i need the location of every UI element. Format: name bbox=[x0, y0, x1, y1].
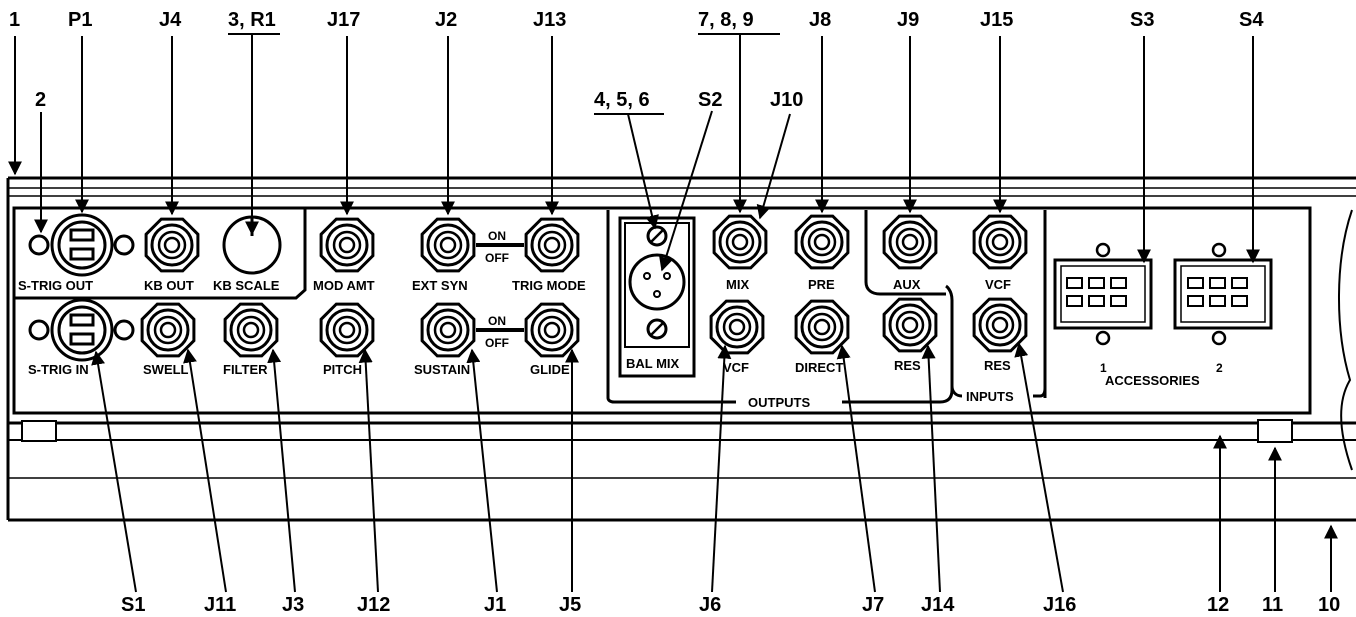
label-vcf-in: VCF bbox=[985, 277, 1011, 292]
label-mod-amt: MOD AMT bbox=[313, 278, 375, 293]
label-off-top: OFF bbox=[485, 251, 509, 265]
label-on-bottom: ON bbox=[488, 314, 506, 328]
aux-in-jack bbox=[882, 214, 938, 270]
label-inputs: INPUTS bbox=[966, 389, 1014, 404]
callout-j10: J10 bbox=[770, 89, 803, 111]
callout-s4: S4 bbox=[1239, 9, 1264, 31]
sustain-jack bbox=[420, 302, 476, 358]
label-direct: DIRECT bbox=[795, 360, 843, 375]
callout-2: 2 bbox=[35, 89, 46, 111]
label-accessory-1: 1 bbox=[1100, 361, 1107, 375]
callout-j2: J2 bbox=[435, 9, 457, 31]
label-swell: SWELL bbox=[143, 362, 189, 377]
callout-12: 12 bbox=[1207, 594, 1229, 616]
label-res-in: RES bbox=[984, 358, 1011, 373]
direct-out-jack bbox=[794, 299, 850, 355]
callout-1: 1 bbox=[9, 9, 20, 31]
callout-j6: J6 bbox=[699, 594, 721, 616]
label-pre: PRE bbox=[808, 277, 835, 292]
chassis bbox=[6, 176, 1356, 522]
label-mix: MIX bbox=[726, 277, 749, 292]
label-pitch: PITCH bbox=[323, 362, 362, 377]
vcf-in-jack bbox=[972, 214, 1028, 270]
panel-outline bbox=[12, 206, 1312, 415]
inputs-bracket bbox=[950, 385, 1047, 398]
label-aux: AUX bbox=[893, 277, 921, 292]
label-kb-out: KB OUT bbox=[144, 278, 194, 293]
label-accessories: ACCESSORIES bbox=[1105, 373, 1200, 388]
swell-jack bbox=[140, 302, 196, 358]
ext-syn-jack bbox=[420, 217, 476, 273]
callout-j4: J4 bbox=[159, 9, 182, 31]
callout-j16: J16 bbox=[1043, 594, 1076, 616]
filter-jack bbox=[223, 302, 279, 358]
callout-4-5-6: 4, 5, 6 bbox=[594, 89, 650, 111]
callout-10: 10 bbox=[1318, 594, 1340, 616]
callout-s3: S3 bbox=[1130, 9, 1154, 31]
rail-clip-right bbox=[1257, 419, 1293, 443]
label-strig-in: S-TRIG IN bbox=[28, 362, 89, 377]
callout-p1: P1 bbox=[68, 9, 92, 31]
strig-in-connector bbox=[28, 298, 135, 362]
label-bal-mix: BAL MIX bbox=[626, 356, 680, 371]
label-filter: FILTER bbox=[223, 362, 268, 377]
label-off-bottom: OFF bbox=[485, 336, 509, 350]
rail-clip-left bbox=[21, 420, 57, 442]
label-trig-mode: TRIG MODE bbox=[512, 278, 586, 293]
pitch-jack bbox=[319, 302, 375, 358]
label-outputs: OUTPUTS bbox=[748, 395, 810, 410]
callout-3-r1: 3, R1 bbox=[228, 9, 276, 31]
xlr-bal-mix-connector bbox=[618, 216, 696, 378]
callout-s2: S2 bbox=[698, 89, 722, 111]
callout-j7: J7 bbox=[862, 594, 884, 616]
label-glide: GLIDE bbox=[530, 362, 570, 377]
callout-leaders bbox=[8, 33, 1260, 272]
label-res-j14: RES bbox=[894, 358, 921, 373]
mod-amt-jack bbox=[319, 217, 375, 273]
accessories-socket-2 bbox=[1173, 242, 1273, 346]
callout-s1: S1 bbox=[121, 594, 145, 616]
callout-7-8-9: 7, 8, 9 bbox=[698, 9, 754, 31]
label-sustain: SUSTAIN bbox=[414, 362, 470, 377]
accessories-socket-1 bbox=[1053, 242, 1153, 346]
label-on-top: ON bbox=[488, 229, 506, 243]
callout-j13: J13 bbox=[533, 9, 566, 31]
trig-mode-jack bbox=[524, 217, 580, 273]
callout-j15: J15 bbox=[980, 9, 1013, 31]
glide-jack bbox=[524, 302, 580, 358]
callout-j17: J17 bbox=[327, 9, 360, 31]
callout-leaders-bottom bbox=[91, 342, 1338, 593]
callout-11: 11 bbox=[1262, 594, 1283, 616]
label-ext-syn: EXT SYN bbox=[412, 278, 468, 293]
callout-j9: J9 bbox=[897, 9, 919, 31]
callout-j8: J8 bbox=[809, 9, 831, 31]
res-in-jack bbox=[972, 297, 1028, 353]
pre-out-jack bbox=[794, 214, 850, 270]
callout-j11: J11 bbox=[204, 594, 236, 616]
callout-j12: J12 bbox=[357, 594, 390, 616]
res-j14-jack bbox=[882, 297, 938, 353]
outputs-bracket bbox=[606, 284, 954, 404]
label-vcf-out: VCF bbox=[723, 360, 749, 375]
strig-out-connector bbox=[28, 213, 135, 277]
vcf-out-jack bbox=[709, 299, 765, 355]
callout-j1: J1 bbox=[484, 594, 506, 616]
kb-out-jack bbox=[144, 217, 200, 273]
label-accessory-2: 2 bbox=[1216, 361, 1223, 375]
callout-j5: J5 bbox=[559, 594, 581, 616]
label-strig-out: S-TRIG OUT bbox=[18, 278, 93, 293]
label-kb-scale: KB SCALE bbox=[213, 278, 280, 293]
mix-out-jack bbox=[712, 214, 768, 270]
callout-j14: J14 bbox=[921, 594, 955, 616]
callout-j3: J3 bbox=[282, 594, 304, 616]
